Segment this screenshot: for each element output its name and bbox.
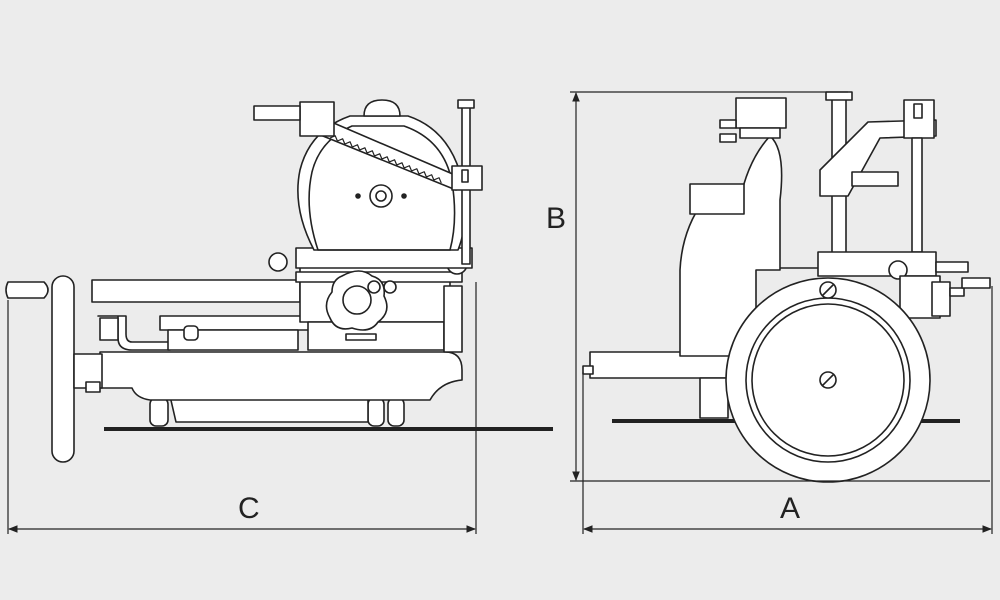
top-arm xyxy=(299,101,335,137)
thumb-screw xyxy=(268,252,288,272)
platform-extension xyxy=(935,261,969,273)
pillar-cap xyxy=(825,91,853,101)
lower-slot xyxy=(345,333,377,341)
dimension-label-c: C xyxy=(238,492,260,525)
crank-bracket xyxy=(931,281,951,317)
dimension-lines xyxy=(7,91,993,534)
knob-hub xyxy=(342,285,372,315)
hub-dot-right xyxy=(401,193,407,199)
foot-right-b xyxy=(387,397,405,427)
sharpener-post xyxy=(911,137,923,253)
carriage-rail xyxy=(91,279,301,303)
base-body xyxy=(99,351,463,401)
blade-teeth-serration xyxy=(329,135,442,184)
flywheel-screw-slot xyxy=(821,373,835,387)
side-handle xyxy=(851,171,899,187)
blade-guard-inner xyxy=(308,125,456,251)
right-column xyxy=(443,285,463,353)
front-platform xyxy=(817,251,937,277)
flywheel-edge xyxy=(51,275,75,463)
crank-lever xyxy=(961,277,991,289)
ratchet xyxy=(183,325,199,341)
blade-hub-inner xyxy=(375,190,387,202)
axle-cap xyxy=(85,381,101,393)
flywheel-rim-inner xyxy=(751,303,905,457)
knob-bolt xyxy=(367,280,381,294)
top-handle xyxy=(253,105,301,121)
pipe-collar xyxy=(99,317,119,341)
top-block-base xyxy=(739,127,781,139)
body-shoulder xyxy=(689,183,745,215)
top-bolt-b xyxy=(719,133,737,143)
dimension-label-a: A xyxy=(780,492,801,525)
blade-support xyxy=(295,247,473,269)
platform-knob xyxy=(888,260,908,280)
sharpener-slot xyxy=(461,169,469,183)
carriage-rail-lower xyxy=(159,315,311,331)
top-block xyxy=(735,97,787,129)
foot-right-a xyxy=(367,397,385,427)
carriage-slide xyxy=(167,329,299,351)
top-bolt-a xyxy=(719,119,737,129)
crank-handle xyxy=(5,281,49,299)
slicer-side-view xyxy=(5,99,553,463)
body-housing xyxy=(679,135,783,357)
tray-end xyxy=(582,365,594,375)
guard-top-knob xyxy=(363,99,401,117)
sharpener-rod-cap xyxy=(457,99,475,109)
dimension-label-b: B xyxy=(546,202,567,235)
tray-leg xyxy=(699,377,729,419)
top-screw-slot xyxy=(821,283,835,297)
hub-dot-left xyxy=(355,193,361,199)
slicer-front-view xyxy=(582,91,991,483)
sharpener-window xyxy=(913,103,923,119)
foot-left xyxy=(149,397,169,427)
crank-pin xyxy=(949,287,965,297)
knob-bolt-2 xyxy=(383,280,397,294)
